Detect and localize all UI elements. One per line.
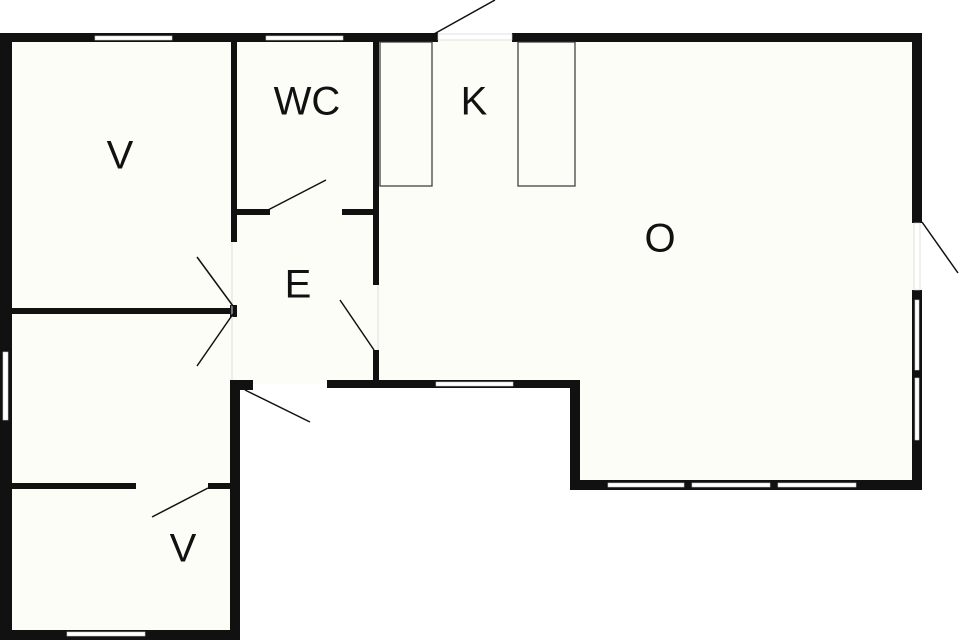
wall-right-upper	[912, 33, 922, 223]
window	[777, 482, 857, 488]
entrance-opening	[437, 33, 513, 41]
window	[607, 482, 685, 488]
wall-top-right	[512, 33, 922, 42]
wall-middle-bottom-left	[12, 483, 136, 489]
window	[691, 482, 771, 488]
door-swing-entry-living	[339, 299, 375, 351]
window	[914, 299, 920, 371]
wall-living-step	[570, 380, 580, 490]
kitchen-counter-left	[379, 41, 433, 187]
room-label-bedroom-bottom: V	[170, 527, 197, 571]
wall-e-o-lower	[373, 350, 379, 384]
wall-v-wc	[231, 42, 237, 242]
room-label-entry: E	[285, 263, 312, 307]
wall-wc-bottom-left	[232, 209, 270, 215]
wall-v-middle	[12, 308, 237, 314]
door-swing-bedroom-top	[196, 256, 234, 307]
floors	[8, 38, 918, 636]
window	[2, 351, 9, 421]
windows	[2, 33, 921, 637]
wall-top-left	[0, 33, 438, 42]
room-label-living: O	[644, 217, 675, 261]
window	[265, 35, 344, 41]
door-swing-middle-room	[196, 313, 234, 367]
door-opening-right	[913, 222, 921, 291]
door-swing-wc	[267, 179, 327, 211]
room-label-wc: WC	[274, 80, 341, 124]
wall-wc-bottom-right	[342, 209, 378, 215]
wall-wc-k-upper	[373, 42, 379, 285]
room-label-kitchen: K	[461, 80, 488, 124]
room-label-bedroom-top: V	[107, 134, 134, 178]
floor-left-wing	[8, 38, 236, 636]
door-swing-entrance	[433, 0, 496, 35]
kitchen-counter-right	[517, 41, 576, 187]
window	[66, 631, 146, 637]
wall-entry-corner	[230, 380, 253, 390]
window	[94, 35, 173, 41]
window	[914, 377, 920, 441]
wall-left	[0, 33, 12, 640]
wall-middle-bottom-right	[208, 483, 233, 489]
window	[435, 381, 514, 387]
door-swings	[151, 0, 959, 518]
floor-living-bay	[575, 380, 918, 486]
interior-walls	[12, 42, 379, 489]
door-swing-living	[921, 221, 959, 274]
door-swing-front	[244, 389, 311, 423]
door-swing-bedroom-bottom	[151, 487, 209, 518]
wall-lower-right	[230, 380, 240, 640]
wall-door-post	[230, 305, 237, 317]
